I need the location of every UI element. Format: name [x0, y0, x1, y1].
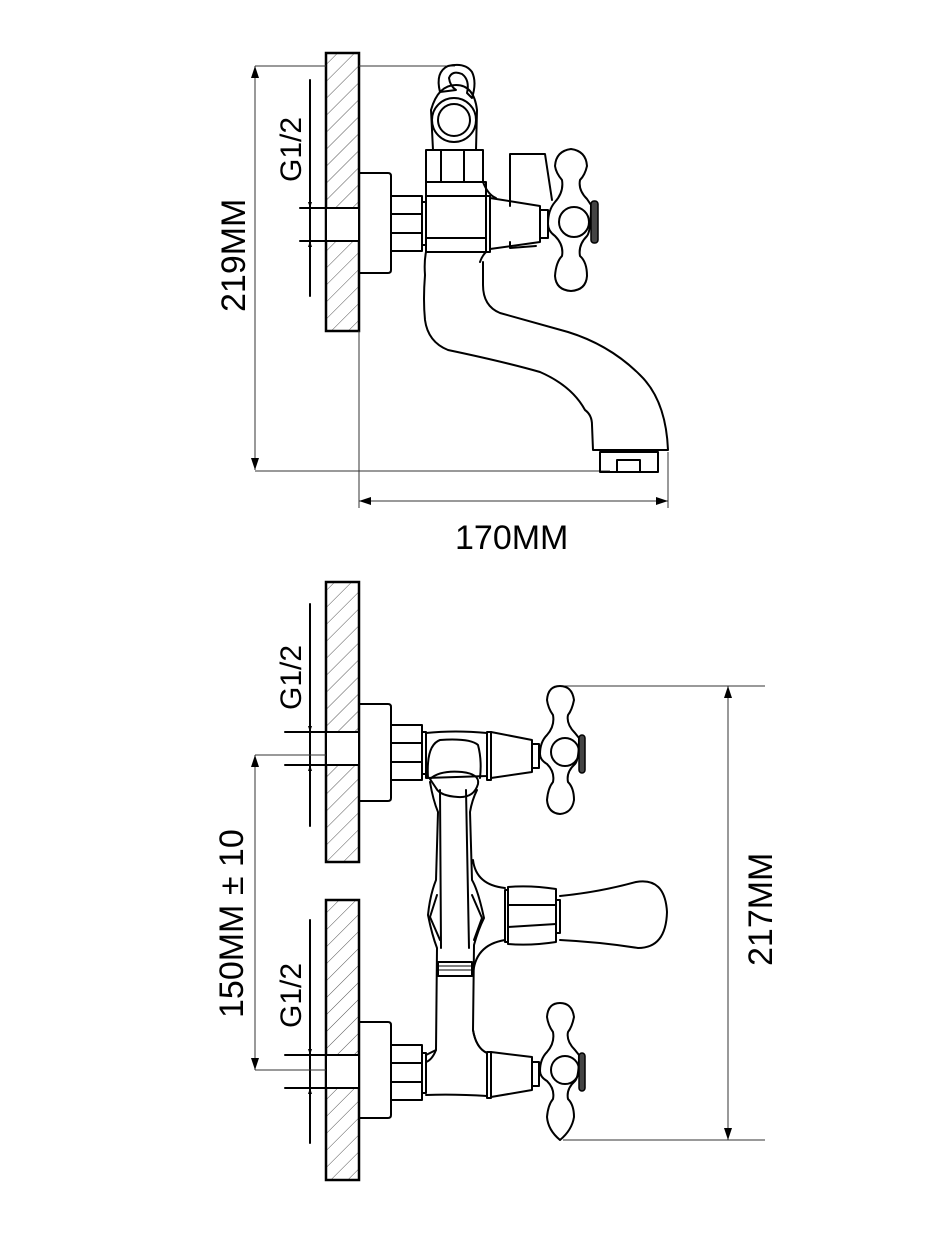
- side-depth-label: 170MM: [455, 519, 568, 557]
- front-height-label: 217MM: [742, 853, 780, 966]
- front-view: G1/2 G1/2 150MM ± 10 217MM: [213, 580, 780, 1182]
- wall-section-upper: [324, 580, 361, 864]
- aerator: [599, 451, 659, 473]
- lower-valve-cone: [490, 1051, 533, 1098]
- spout: [423, 251, 669, 451]
- shower-hook: [437, 63, 476, 99]
- cross-handle-upper: [539, 685, 580, 815]
- pipe-opening: [327, 208, 358, 241]
- cap-knurl-upper: [578, 734, 586, 774]
- spacing-label: 150MM ± 10: [213, 829, 251, 1018]
- handle-cap-knurl: [590, 200, 599, 244]
- diverter-lever: [509, 153, 553, 207]
- side-view: G1/2 219MM 170MM: [215, 51, 669, 557]
- flange-lower: [358, 1021, 392, 1119]
- ribbed-collar: [437, 961, 473, 977]
- mixer-column: [425, 781, 439, 1063]
- hex-nut-upper: [390, 724, 423, 781]
- cap-knurl-lower: [578, 1052, 586, 1092]
- flange-upper: [358, 703, 392, 802]
- flange: [358, 172, 392, 274]
- lever-handle: [559, 880, 668, 949]
- hex-nut: [390, 195, 423, 252]
- shower-holder: [430, 84, 478, 151]
- side-thread-label: G1/2: [275, 117, 308, 182]
- diverter-collar: [507, 885, 557, 946]
- shower-holder-ring: [429, 770, 480, 799]
- upper-valve-cone: [490, 731, 533, 779]
- wall-section: [324, 51, 361, 333]
- valve-cone: [489, 197, 541, 250]
- wall-section-lower: [324, 898, 361, 1182]
- side-height-label: 219MM: [215, 199, 253, 312]
- mixer-body: [425, 181, 487, 253]
- hex-nut-lower: [390, 1044, 423, 1101]
- diverter-block: [425, 149, 484, 183]
- cross-handle-lower: [539, 1002, 580, 1141]
- front-thread-label-upper: G1/2: [275, 645, 308, 710]
- cross-handle: [547, 148, 592, 292]
- front-thread-label-lower: G1/2: [275, 963, 308, 1028]
